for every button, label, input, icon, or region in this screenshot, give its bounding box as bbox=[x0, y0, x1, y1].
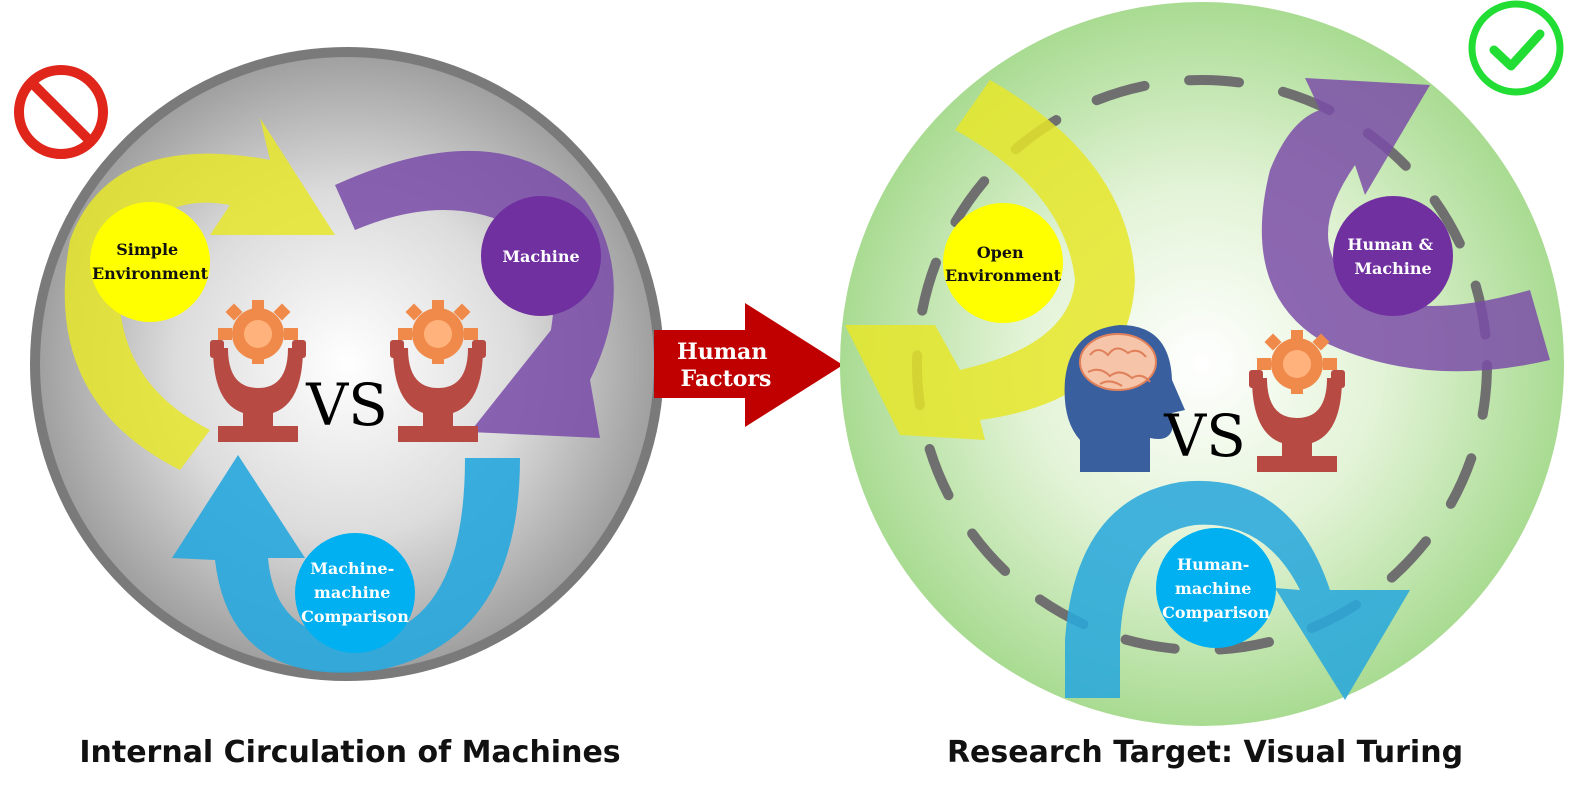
left-caption: Internal Circulation of Machines bbox=[79, 735, 621, 770]
prohibited-icon bbox=[14, 65, 108, 159]
transition-arrow: Human Factors bbox=[654, 303, 843, 427]
right-panel: Open Environment Human & Machine Human- … bbox=[840, 0, 1564, 726]
svg-text:Human & Machine: Human & Machine bbox=[1347, 235, 1438, 278]
svg-text:Machine: Machine bbox=[502, 247, 579, 266]
right-environment-node: Open Environment bbox=[943, 203, 1063, 323]
checkmark-icon bbox=[1468, 0, 1564, 96]
left-blue-arrow bbox=[172, 455, 520, 673]
right-purple-arrow bbox=[1261, 78, 1550, 372]
svg-text:Simple Environment: Simple Environment bbox=[92, 240, 209, 283]
svg-text:Human- machine: Human- machine Comparison bbox=[1162, 555, 1270, 622]
left-panel: Simple Environment Machine Machine- mach… bbox=[14, 47, 664, 681]
right-yellow-arrow bbox=[845, 80, 1135, 440]
left-agent-node: Machine bbox=[481, 196, 601, 316]
left-vs-label: VS bbox=[305, 371, 388, 439]
right-sphere bbox=[840, 2, 1564, 726]
left-environment-node: Simple Environment bbox=[90, 202, 210, 322]
right-vs-label: VS bbox=[1163, 402, 1246, 470]
svg-text:Machine- machine: Machine- machine Comparison bbox=[301, 559, 409, 626]
left-comparison-node: Machine- machine Comparison bbox=[295, 533, 415, 653]
right-blue-arrow bbox=[1065, 480, 1410, 700]
svg-text:Human Factors: Human Factors bbox=[677, 339, 775, 392]
right-agent-node: Human & Machine bbox=[1333, 196, 1453, 316]
human-brain-head-icon bbox=[1064, 325, 1185, 472]
svg-text:Open Environment: Open Environment bbox=[945, 243, 1062, 285]
right-comparison-node: Human- machine Comparison bbox=[1156, 528, 1276, 648]
right-caption: Research Target: Visual Turing bbox=[946, 735, 1464, 770]
